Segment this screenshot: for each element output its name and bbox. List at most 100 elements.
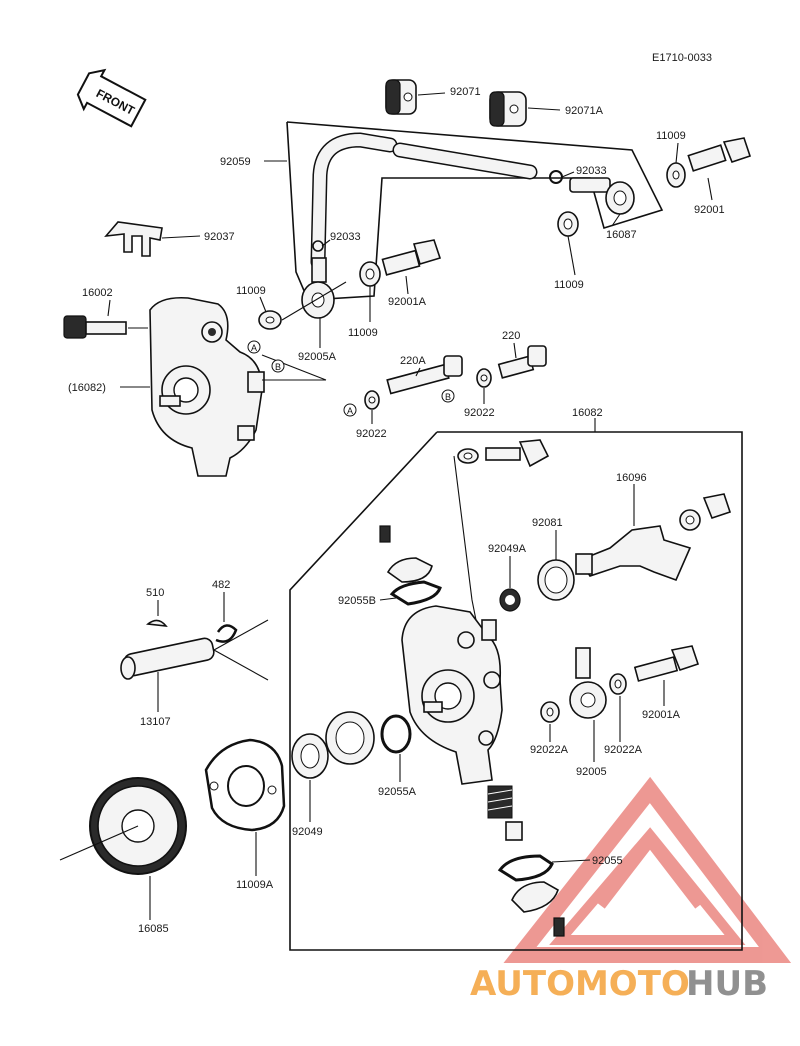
label-92033-upper: 92033 <box>576 165 607 177</box>
washer-11009-mid <box>359 261 381 287</box>
bolt-220A <box>386 355 463 395</box>
bolt-inner-top <box>485 439 550 468</box>
circlip-482 <box>215 624 238 643</box>
watermark-part1: AUTOMOTO <box>470 964 690 1004</box>
label-16082-small: (16082) <box>68 382 106 394</box>
part-labels: 92071 92071A 92059 92033 11009 92001 160… <box>68 86 725 935</box>
bolt-92001 <box>687 137 752 172</box>
label-92049A: 92049A <box>488 543 527 555</box>
marker-b-right-text: B <box>445 392 451 402</box>
oil-seal-92049 <box>291 733 329 779</box>
label-92059: 92059 <box>220 156 251 168</box>
label-92055B: 92055B <box>338 595 376 607</box>
label-92001A-top: 92001A <box>388 296 427 308</box>
label-11009A: 11009A <box>236 879 274 891</box>
label-92022-b: 92022 <box>464 407 495 419</box>
plug <box>505 821 523 841</box>
front-arrow-icon: FRONT <box>76 68 147 128</box>
watermark-part2: HUB <box>686 964 768 1004</box>
marker-b-left: B <box>271 359 285 373</box>
label-16085: 16085 <box>138 923 169 935</box>
banjo-16087 <box>569 177 635 215</box>
label-92022A-left: 92022A <box>530 744 569 756</box>
oring-92049A <box>499 588 521 612</box>
label-92037: 92037 <box>204 231 235 243</box>
label-11009-mid: 11009 <box>348 327 378 339</box>
label-220A: 220A <box>400 355 426 367</box>
washer-inner-top <box>457 448 479 464</box>
screw-top-small <box>379 525 391 543</box>
pump-exploded-frame <box>289 431 743 951</box>
diagram-code: E1710-0033 <box>652 52 712 64</box>
pump-16082-small <box>149 296 265 477</box>
label-92022A-right: 92022A <box>604 744 643 756</box>
hose-group-frame <box>286 121 664 301</box>
label-92005: 92005 <box>576 766 607 778</box>
nut-small-2 <box>702 493 732 519</box>
housing-cup <box>325 711 375 765</box>
marker-a-left: A <box>247 340 261 354</box>
label-92081: 92081 <box>532 517 563 529</box>
washer-11009-left <box>258 310 282 330</box>
bolt-92001A-top <box>381 239 442 276</box>
washer-92022-a <box>364 390 380 410</box>
clip-92037 <box>104 221 163 257</box>
label-16082-main: 16082 <box>572 407 603 419</box>
nut-small-1 <box>679 509 701 531</box>
watermark-text: AUTOMOTO HUB <box>470 964 768 1004</box>
washer-11009-upper-right <box>666 162 686 188</box>
label-92055: 92055 <box>592 855 623 867</box>
marker-a-left-text: A <box>251 343 257 353</box>
label-11009-upper-right: 11009 <box>656 130 686 142</box>
label-16002: 16002 <box>82 287 113 299</box>
washer-92022A-left <box>540 701 560 723</box>
label-11009-lower-right: 11009 <box>554 279 584 291</box>
label-92071A: 92071A <box>565 105 604 117</box>
clamp-92071A <box>489 91 527 127</box>
gasket-11009A <box>204 738 286 832</box>
washer-92022-b <box>476 368 492 388</box>
shaft-13107 <box>120 637 215 680</box>
label-92001A-bottom: 92001A <box>642 709 681 721</box>
clip-92033-lower <box>312 240 324 252</box>
leader-lines <box>149 142 713 920</box>
seal-92081 <box>537 559 575 601</box>
gasket-92055 <box>497 854 554 882</box>
label-92005A: 92005A <box>298 351 337 363</box>
spring <box>487 785 513 819</box>
label-510: 510 <box>146 587 164 599</box>
label-92022-a: 92022 <box>356 428 387 440</box>
screw-bottom-small <box>553 917 565 937</box>
oring-92055A <box>380 714 412 754</box>
label-11009-left: 11009 <box>236 285 266 297</box>
label-92071: 92071 <box>450 86 481 98</box>
washer-11009-lower-right <box>557 211 579 237</box>
marker-a-right-text: A <box>347 406 353 416</box>
label-16096: 16096 <box>616 472 647 484</box>
screw-16002 <box>63 315 127 339</box>
clamp-92071 <box>385 79 417 115</box>
banjo-92005A <box>301 257 335 319</box>
label-16087: 16087 <box>606 229 637 241</box>
label-220: 220 <box>502 330 520 342</box>
label-92055A: 92055A <box>378 786 417 798</box>
bolt-220 <box>497 345 547 379</box>
label-92001: 92001 <box>694 204 725 216</box>
label-92033-lower: 92033 <box>330 231 361 243</box>
oil-hose-92059 <box>310 132 538 270</box>
label-13107: 13107 <box>140 716 171 728</box>
marker-a-right: A <box>343 403 357 417</box>
clip-92033-upper <box>549 170 563 184</box>
washer-92022A-right <box>609 673 627 695</box>
cover-plate-top <box>386 557 433 583</box>
gasket-92055B <box>389 580 442 606</box>
pump-16082-body <box>401 605 503 785</box>
label-92049: 92049 <box>292 826 323 838</box>
banjo-92005 <box>569 647 607 719</box>
marker-b-right: B <box>441 389 455 403</box>
label-482: 482 <box>212 579 230 591</box>
cover-plate-bottom <box>511 881 559 913</box>
watermark-logo <box>503 776 792 963</box>
plunger-16096 <box>575 525 692 582</box>
